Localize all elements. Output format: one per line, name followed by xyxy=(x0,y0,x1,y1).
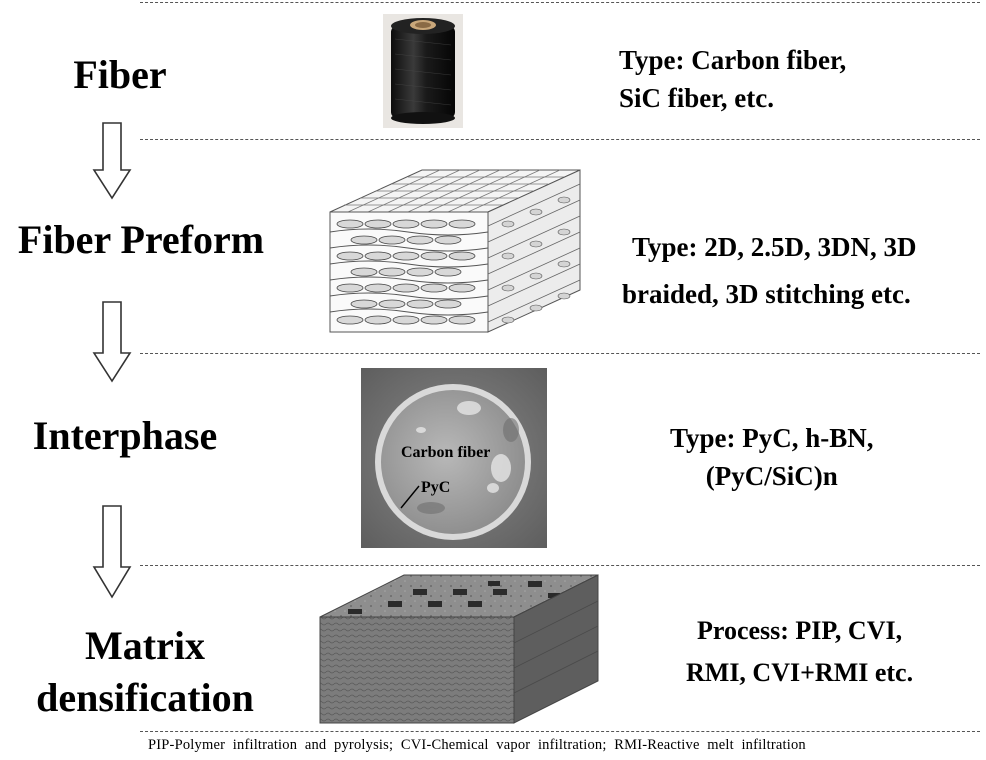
down-arrow-icon xyxy=(92,301,132,383)
matrix-block-image xyxy=(319,574,599,724)
fiber-spool-image xyxy=(383,14,463,128)
stage-interphase-title: Interphase xyxy=(32,413,218,458)
separator-3 xyxy=(140,565,980,566)
down-arrow-icon xyxy=(92,505,132,599)
desc-line: Type: 2D, 2.5D, 3DN, 3D xyxy=(632,232,917,262)
desc-line: Type: PyC, h-BN, xyxy=(670,423,874,453)
desc-line: (PyC/SiC)n xyxy=(705,460,838,491)
desc-line: braided, 3D stitching etc. xyxy=(622,279,911,310)
separator-2 xyxy=(140,353,980,354)
separator-1 xyxy=(140,139,980,140)
separator-top xyxy=(140,2,980,3)
stage-fiber-title: Fiber xyxy=(73,52,167,97)
stage-preform-description: Type: 2D, 2.5D, 3DN, 3D braided, 3D stit… xyxy=(622,224,917,319)
separator-bottom xyxy=(140,731,980,732)
abbreviations-footnote: PIP-Polymer infiltration and pyrolysis; … xyxy=(148,737,806,753)
stage-fiber-description: Type: Carbon fiber, SiC fiber, etc. xyxy=(619,42,846,118)
desc-line: Type: Carbon fiber, xyxy=(619,45,847,75)
stage-interphase-description: Type: PyC, h-BN, (PyC/SiC)n xyxy=(670,420,874,496)
fiber-preform-image xyxy=(329,169,581,333)
interphase-sem-image: Carbon fiber PyC xyxy=(361,368,547,548)
stage-matrix-title: Matrix densification xyxy=(25,620,265,724)
stage-matrix-description: Process: PIP, CVI, RMI, CVI+RMI etc. xyxy=(686,610,913,693)
desc-line: Process: PIP, CVI, xyxy=(697,616,903,645)
carbon-fiber-label: Carbon fiber xyxy=(401,444,490,461)
title-line: densification xyxy=(36,675,254,720)
stage-preform-title: Fiber Preform xyxy=(17,217,265,262)
desc-line: SiC fiber, etc. xyxy=(619,82,774,113)
pyc-label: PyC xyxy=(421,479,450,496)
desc-line: RMI, CVI+RMI etc. xyxy=(686,657,914,687)
down-arrow-icon xyxy=(92,122,132,200)
title-line: Matrix xyxy=(85,623,205,668)
